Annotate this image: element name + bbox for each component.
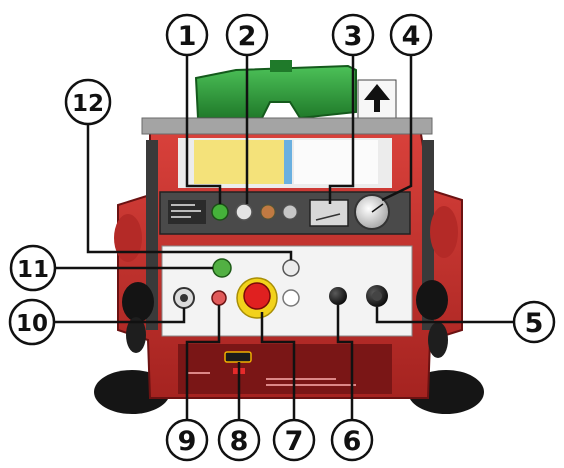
steel-top-plate (142, 118, 432, 134)
white-button[interactable] (283, 290, 299, 306)
item-1-green-lamp[interactable] (212, 204, 228, 220)
right-bulge (430, 206, 458, 258)
orange-lamp (261, 205, 275, 219)
panel-text-line-3 (171, 216, 191, 218)
yellow-label (194, 140, 286, 184)
callout-4-label: 4 (402, 21, 421, 52)
item-6-black-knob[interactable] (329, 287, 347, 305)
connector-inner (372, 291, 382, 301)
lower-panel-text-2 (266, 378, 336, 380)
callout-2-label: 2 (238, 21, 257, 52)
callout-2: 2 (227, 15, 267, 55)
item-11-green-indicator[interactable] (213, 259, 231, 277)
callout-9: 9 (167, 420, 207, 460)
right-lower-handle (428, 322, 448, 358)
item-12-white-indicator[interactable] (283, 260, 299, 276)
callout-12-label: 12 (72, 91, 104, 117)
callout-11-label: 11 (17, 257, 49, 283)
callout-3: 3 (333, 15, 373, 55)
left-bulge (114, 214, 142, 262)
panel-text-line-2 (171, 210, 201, 212)
callout-6-label: 6 (343, 426, 362, 457)
item-9-red-button[interactable] (212, 291, 226, 305)
item-8-fuse-holder[interactable] (225, 352, 251, 362)
callout-5: 5 (514, 302, 554, 342)
machine-body (94, 60, 484, 414)
left-side-handle (122, 282, 154, 322)
callout-9-label: 9 (178, 426, 197, 457)
green-hopper (196, 66, 356, 118)
callout-7: 7 (274, 420, 314, 460)
rotary-switch-center (180, 294, 188, 302)
lower-panel-text-1 (188, 372, 210, 374)
gray-lamp (283, 205, 297, 219)
callout-5-label: 5 (525, 308, 544, 339)
white-label (294, 140, 378, 184)
callout-6: 6 (332, 420, 372, 460)
callout-8-label: 8 (230, 426, 249, 457)
blue-strip (284, 140, 292, 184)
callout-8: 8 (219, 420, 259, 460)
callout-1-label: 1 (178, 21, 197, 52)
callout-7-label: 7 (285, 426, 304, 457)
panel-text-line-1 (171, 204, 195, 206)
item-2-white-lamp[interactable] (236, 204, 252, 220)
item-7-emergency-stop[interactable] (244, 283, 270, 309)
callout-11: 11 (11, 246, 55, 290)
lower-panel (178, 344, 392, 394)
callout-4: 4 (391, 15, 431, 55)
hopper-handle (270, 60, 292, 72)
callout-3-label: 3 (344, 21, 363, 52)
right-side-handle (416, 280, 448, 320)
lower-panel-text-3 (266, 384, 356, 386)
callout-1: 1 (167, 15, 207, 55)
callout-10: 10 (10, 300, 54, 344)
callout-12: 12 (66, 80, 110, 124)
callout-10-label: 10 (16, 311, 48, 337)
